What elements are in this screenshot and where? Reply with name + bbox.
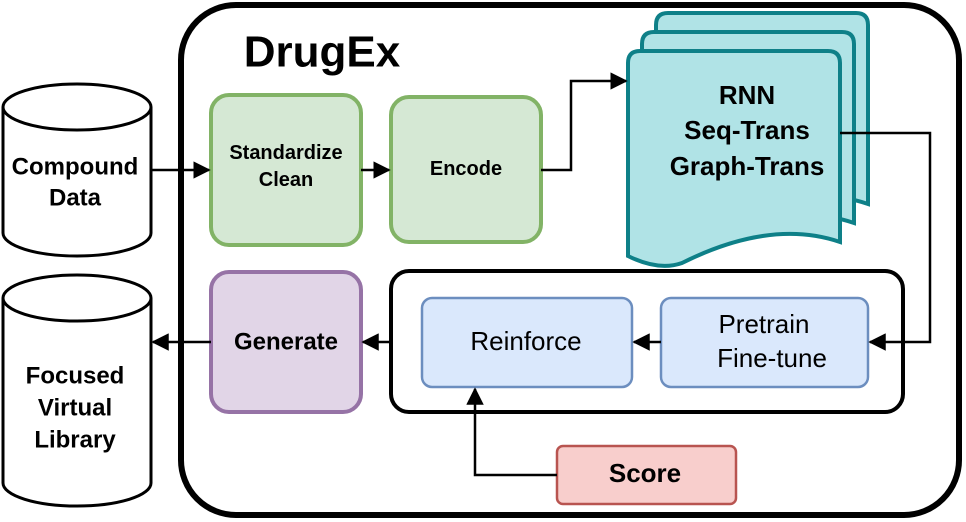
compound-data-label-1: Compound <box>12 154 139 181</box>
model-graphtrans-label: Graph-Trans <box>670 151 825 181</box>
model-rnn-label: RNN <box>719 80 775 110</box>
library-label-2: Virtual <box>38 395 112 422</box>
compound-data-label-2: Data <box>49 185 102 212</box>
generate-box: Generate <box>209 270 363 414</box>
generate-label: Generate <box>234 329 338 356</box>
models-stack: RNN Seq-Trans Graph-Trans <box>626 11 870 268</box>
clean-label: Clean <box>259 169 313 191</box>
drugex-title: DrugEx <box>244 28 401 77</box>
score-label: Score <box>609 458 681 488</box>
standardize-label: Standardize <box>229 142 342 164</box>
arrow-score-to-reinforce <box>466 387 557 477</box>
library-label-1: Focused <box>26 363 125 390</box>
encode-label: Encode <box>430 158 502 180</box>
reinforce-box: Reinforce <box>420 296 634 389</box>
pretrain-label: Pretrain <box>718 309 809 339</box>
arrow-models-to-pretrain <box>840 131 932 351</box>
score-box: Score <box>555 444 738 506</box>
encode-box: Encode <box>389 95 543 244</box>
arrow-encode-to-models <box>541 72 628 172</box>
drugex-container <box>178 2 962 518</box>
model-seqtrans-label: Seq-Trans <box>684 115 810 145</box>
library-label-3: Library <box>34 427 116 454</box>
compound-data-cylinder: Compound Data <box>1 82 153 258</box>
finetune-label: Fine-tune <box>717 343 827 373</box>
standardize-clean-box: Standardize Clean <box>209 93 363 247</box>
model-doc-front <box>626 49 842 268</box>
focused-library-cylinder: Focused Virtual Library <box>1 273 153 508</box>
pretrain-finetune-box: Pretrain Fine-tune <box>659 296 870 389</box>
reinforce-label: Reinforce <box>470 326 581 356</box>
